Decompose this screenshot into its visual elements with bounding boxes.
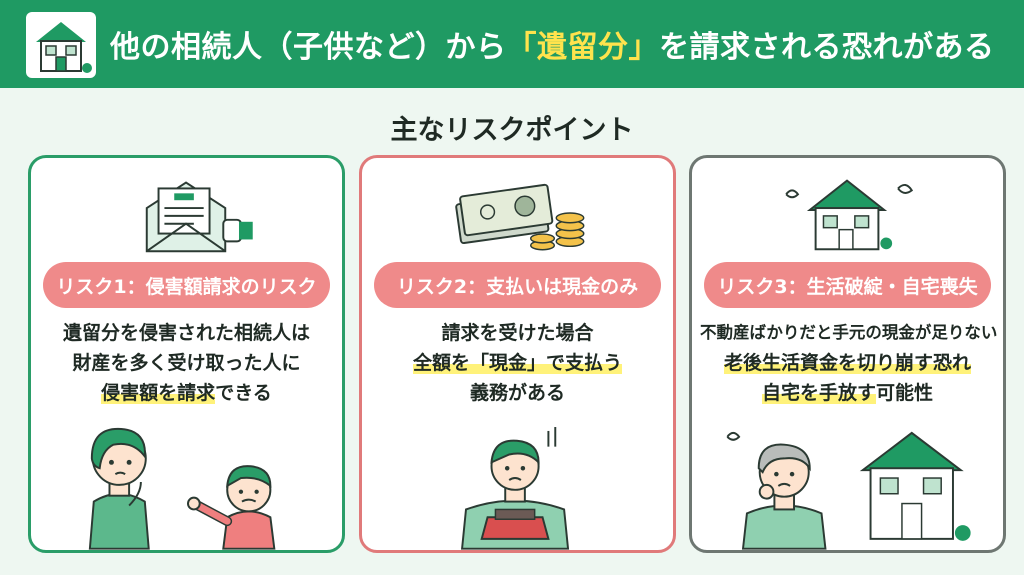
highlight-text: 自宅を手放す: [761, 382, 876, 404]
house-icon: [26, 12, 96, 78]
highlight-text: 老後生活資金を切り崩す恐れ: [723, 352, 971, 374]
desc-line: 遺留分を侵害された相続人は: [62, 322, 310, 344]
desc-line: 老後生活資金を切り崩す恐れ: [700, 348, 995, 378]
risk-description-1: 遺留分を侵害された相続人は 財産を多く受け取った人に 侵害額を請求できる: [39, 318, 334, 408]
highlight-text: 侵害額を請求: [101, 382, 216, 404]
risk-label-3: リスク3：生活破綻・自宅喪失: [704, 262, 991, 308]
page-title: 他の相続人（子供など）から「遺留分」を請求される恐れがある: [110, 0, 1004, 88]
title-pre: 他の相続人（子供など）から: [110, 30, 507, 65]
desc-line: 不動産ばかりだと手元の現金が足りない: [700, 323, 998, 342]
risk-label-2: リスク2：支払いは現金のみ: [374, 262, 661, 308]
desc-line: 侵害額を請求できる: [39, 378, 334, 408]
document-envelope-icon: [145, 181, 253, 253]
desc-line: 自宅を手放す可能性: [700, 378, 995, 408]
desc-line-rest: できる: [215, 382, 272, 404]
cash-and-coins-icon: [455, 183, 585, 251]
risk-description-3: 不動産ばかりだと手元の現金が足りない 老後生活資金を切り崩す恐れ 自宅を手放す可…: [700, 318, 998, 408]
house-worry-icon: [785, 179, 914, 251]
header-bar: 他の相続人（子供など）から「遺留分」を請求される恐れがある: [0, 0, 1024, 88]
section-subtitle: 主なリスクポイント: [390, 115, 634, 146]
risk-description-2: 請求を受けた場合 全額を「現金」で支払う 義務がある: [370, 318, 665, 408]
title-post: を請求される恐れがある: [659, 30, 995, 65]
title-highlight: 「遺留分」: [506, 30, 659, 65]
risk-card-2: リスク2：支払いは現金のみ 請求を受けた場合 全額を「現金」で支払う 義務がある: [359, 155, 676, 553]
risk-label-1: リスク1：侵害額請求のリスク: [43, 262, 330, 308]
desc-line: 財産を多く受け取った人に: [72, 352, 301, 374]
empty-wallet-illustration: [460, 427, 570, 550]
desc-line: 義務がある: [469, 382, 565, 404]
worried-elder-with-house-illustration: [726, 431, 971, 550]
risk-card-3: リスク3：生活破綻・自宅喪失 不動産ばかりだと手元の現金が足りない 老後生活資金…: [689, 155, 1006, 553]
desc-line: 全額を「現金」で支払う: [370, 348, 665, 378]
desc-line: 請求を受けた場合: [441, 322, 594, 344]
highlight-text: 全額を「現金」で支払う: [412, 352, 622, 374]
mother-and-child-illustration: [88, 427, 276, 550]
desc-line-rest: 可能性: [876, 382, 934, 404]
risk-card-1: リスク1：侵害額請求のリスク 遺留分を侵害された相続人は 財産を多く受け取った人…: [28, 155, 345, 553]
